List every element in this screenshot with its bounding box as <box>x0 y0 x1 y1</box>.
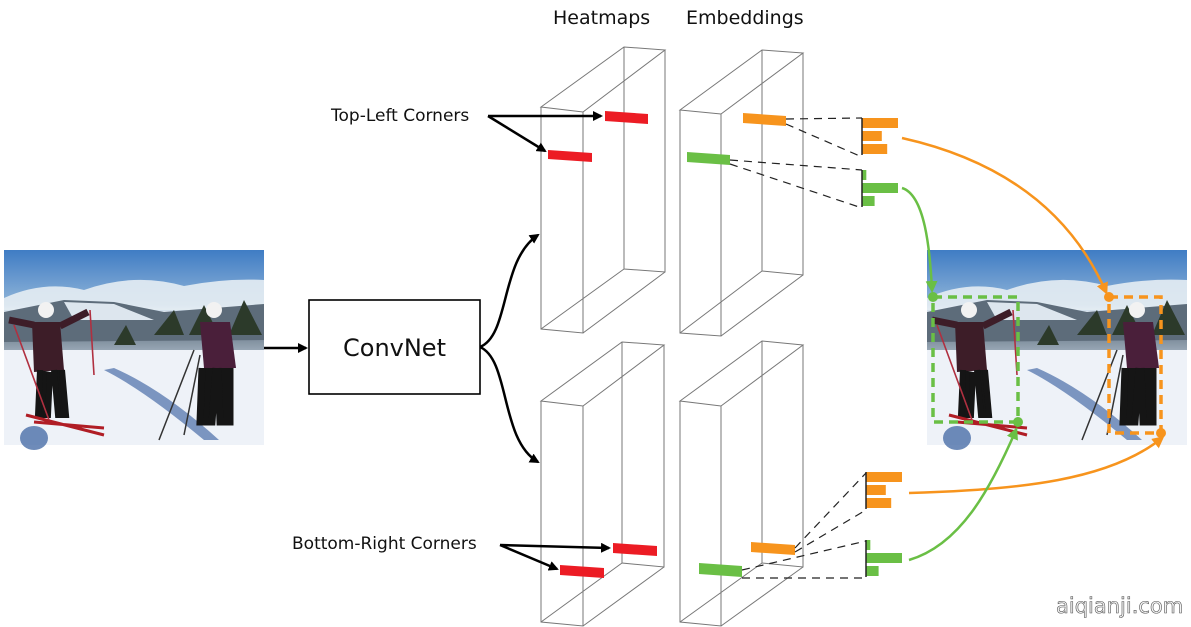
vector-bar-bottom_orange-0 <box>866 472 902 482</box>
heatmaps-header: Heatmaps <box>553 7 650 29</box>
bottom-right-corners-label: Bottom-Right Corners <box>292 534 477 554</box>
corner-dot-orange-br <box>1156 428 1166 438</box>
vector-bar-bottom_orange-2 <box>866 498 892 508</box>
vector-bar-top_orange-0 <box>862 118 898 128</box>
vector-bar-bottom_orange-1 <box>866 485 886 495</box>
orange-grouping-arrow-bottom <box>908 436 1165 495</box>
heatmap-mark-top-left <box>548 150 592 162</box>
convnet-label: ConvNet <box>343 334 446 362</box>
embedding-mark-top-green <box>687 152 730 165</box>
vector-bar-top_green-0 <box>862 170 867 180</box>
heatmap-volume-top <box>539 46 667 334</box>
heatmap-mark-bottom-right <box>613 543 657 556</box>
arrow-bottom-right-1 <box>499 542 611 553</box>
top-left-corners-label: Top-Left Corners <box>330 106 469 126</box>
orange-grouping-arrow-top <box>901 136 1108 295</box>
vector-bar-bottom_green-1 <box>866 553 902 563</box>
heatmap-mark-bottom-left <box>560 565 604 578</box>
arrow-to-top-heatmap <box>479 233 540 349</box>
heatmap-volume-bottom <box>539 341 666 627</box>
embedding-mark-bottom-green <box>699 563 742 577</box>
output-image <box>927 250 1187 450</box>
vector-bar-top_orange-2 <box>862 144 888 154</box>
arrow-to-bottom-heatmap <box>479 345 540 464</box>
heatmap-mark-top-right <box>605 111 648 124</box>
input-image <box>4 250 264 450</box>
green-grouping-arrow-bottom <box>908 427 1018 562</box>
embedding-volume-bottom <box>678 340 805 627</box>
projection-lines <box>729 117 867 579</box>
corner-dot-green-br <box>1013 417 1023 427</box>
embedding-mark-bottom-orange <box>751 542 795 555</box>
embedding-volume-top <box>678 49 805 337</box>
vector-bar-top_green-1 <box>862 183 898 193</box>
green-grouping-arrow-top <box>901 186 938 293</box>
corner-dot-orange-tl <box>1104 292 1114 302</box>
embeddings-header: Embeddings <box>686 7 804 29</box>
vector-bar-bottom_green-0 <box>866 540 871 550</box>
vector-bar-bottom_green-2 <box>866 566 879 576</box>
corner-dot-green-tl <box>928 292 938 302</box>
embedding-vectors <box>861 118 902 577</box>
vector-bar-top_orange-1 <box>862 131 882 141</box>
arrow-bottom-right-2 <box>499 543 559 571</box>
bbox-right-person <box>1107 295 1163 435</box>
watermark: aiqianji.com <box>1056 594 1183 618</box>
embedding-mark-top-orange <box>743 113 786 126</box>
heatmap-marks <box>548 111 657 578</box>
arrow-top-left-2 <box>487 114 547 153</box>
vector-bar-top_green-2 <box>862 196 875 206</box>
